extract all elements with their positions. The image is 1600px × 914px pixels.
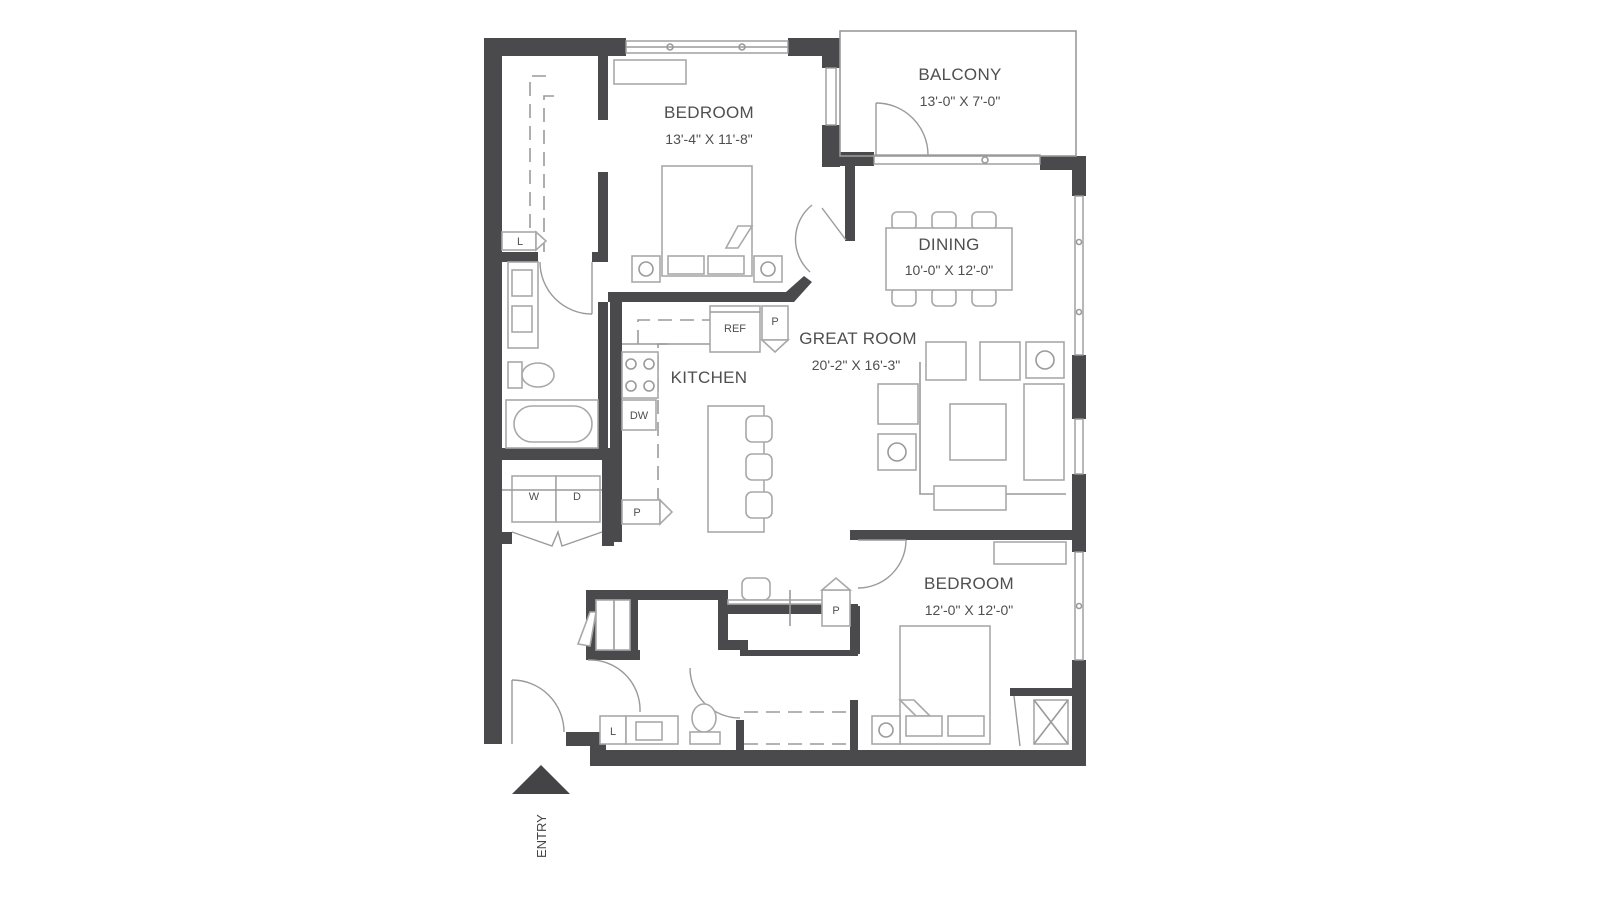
bedroom-2-label: BEDROOM	[924, 574, 1014, 593]
lower-pantry-tag: P	[633, 507, 640, 519]
bedroom-2: BEDROOM 12'-0" X 12'-0"	[871, 541, 1069, 745]
windows	[625, 30, 1084, 661]
dishwasher-tag: DW	[630, 410, 649, 422]
hall-pantry-tag: P	[832, 605, 839, 617]
kitchen-label: KITCHEN	[671, 368, 748, 387]
balcony-dimensions: 13'-0" X 7'-0"	[920, 93, 1001, 109]
laundry: W D	[502, 475, 602, 523]
great-room-label: GREAT ROOM	[799, 329, 917, 348]
bathroom-1	[505, 261, 599, 449]
dining-label: DINING	[918, 235, 979, 254]
refrigerator-tag: REF	[724, 323, 746, 335]
bathroom-2: L	[599, 703, 850, 745]
great-room-dimensions: 20'-2" X 16'-3"	[812, 357, 900, 373]
kitchen: DW REF P P KITCHEN	[621, 305, 791, 533]
bedroom-1-closet: L	[501, 75, 554, 252]
dining-dimensions: 10'-0" X 12'-0"	[905, 262, 993, 278]
entry-arrow-icon	[512, 765, 570, 794]
linen-closet-tag: L	[517, 236, 523, 248]
entry-marker: ENTRY	[512, 765, 570, 858]
balcony-label: BALCONY	[918, 65, 1001, 84]
dryer-tag: D	[573, 491, 581, 503]
washer-tag: W	[529, 491, 540, 503]
kitchen-pantry-tag: P	[771, 316, 778, 328]
great-room: GREAT ROOM 20'-2" X 16'-3"	[799, 329, 1066, 511]
doors	[511, 102, 1021, 747]
bedroom-1-dimensions: 13'-4" X 11'-8"	[665, 131, 752, 147]
bedroom-2-dimensions: 12'-0" X 12'-0"	[925, 602, 1013, 618]
entry-label: ENTRY	[534, 814, 549, 858]
walls	[484, 38, 1086, 766]
hall-storage: P	[576, 576, 853, 651]
dining: DINING 10'-0" X 12'-0"	[885, 211, 1013, 307]
linen-closet-lower-tag: L	[610, 726, 616, 738]
balcony: BALCONY 13'-0" X 7'-0"	[918, 65, 1001, 109]
bedroom-1: BEDROOM 13'-4" X 11'-8"	[613, 59, 783, 283]
bedroom-1-label: BEDROOM	[664, 103, 754, 122]
